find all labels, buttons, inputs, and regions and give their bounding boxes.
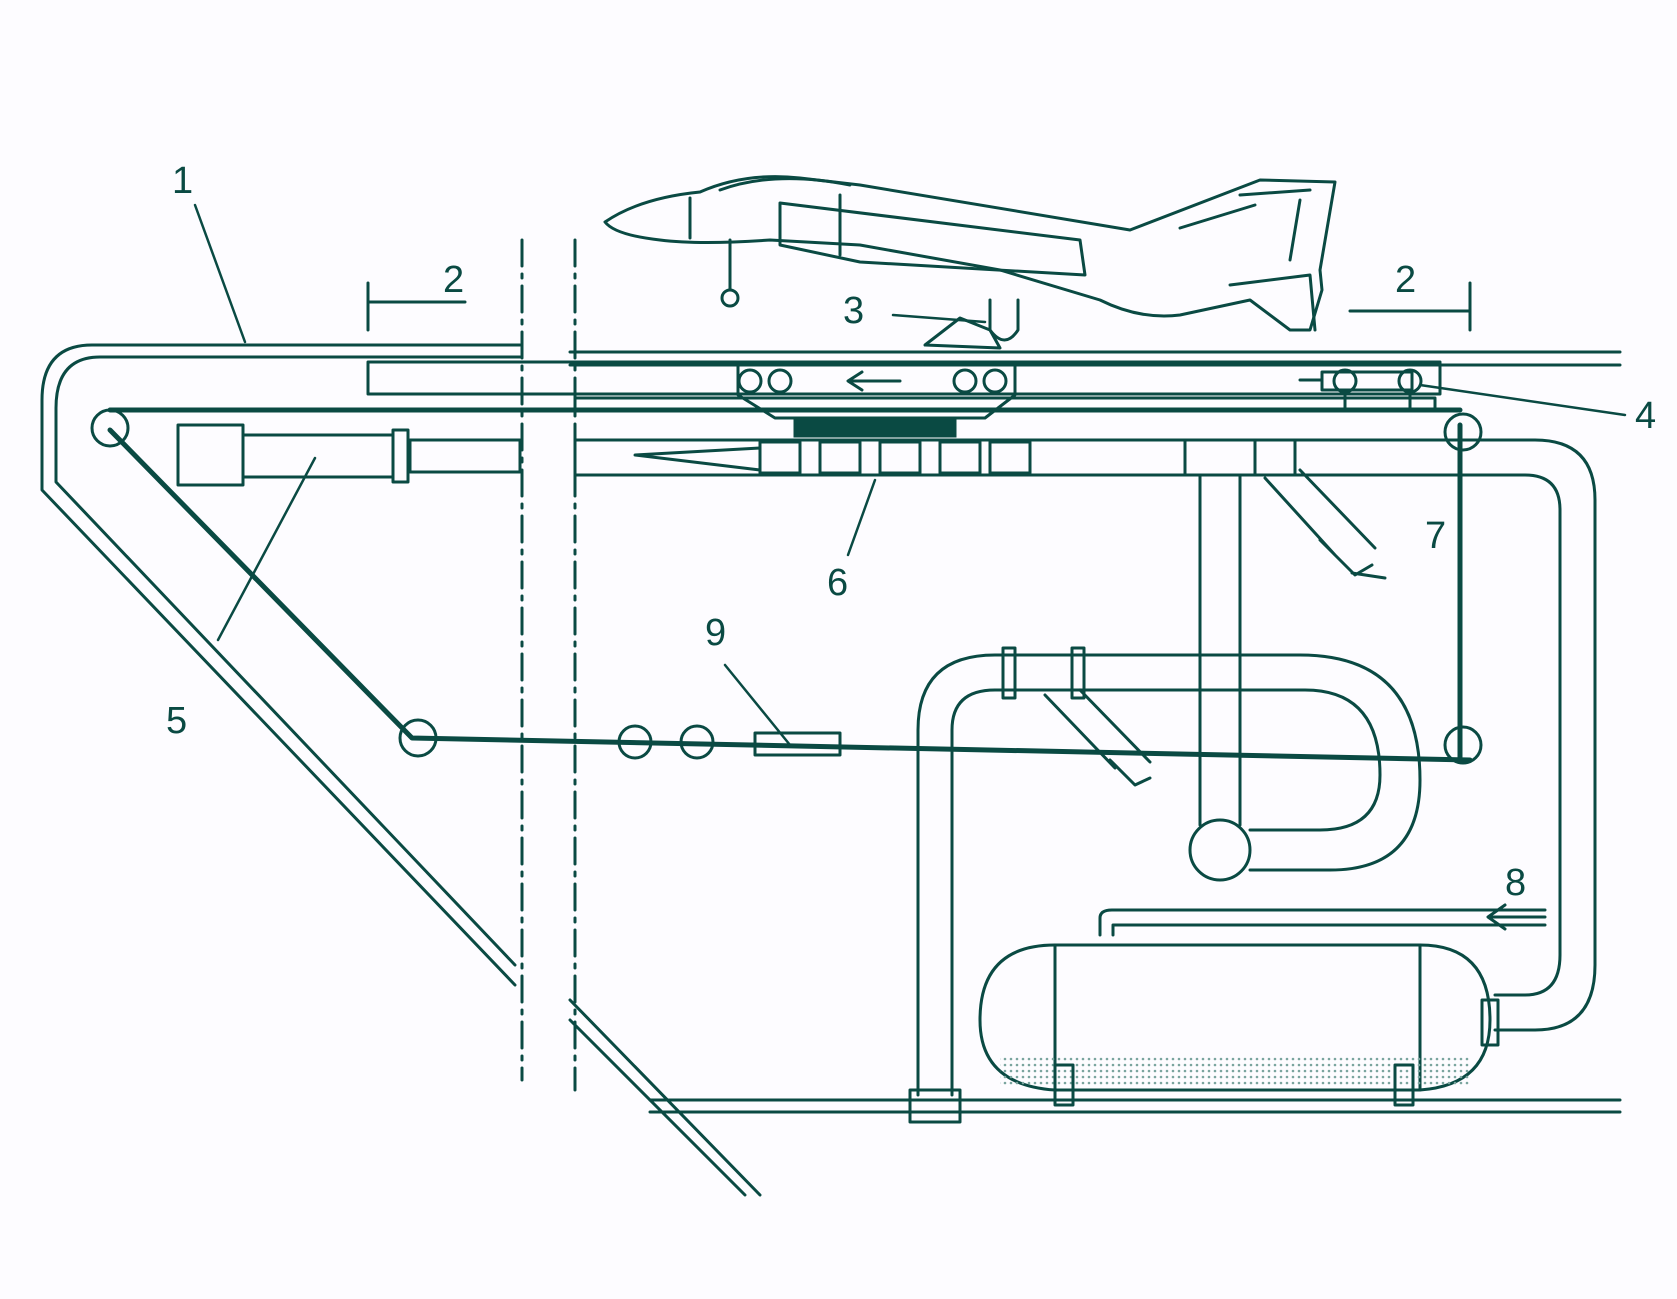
nose-gear-wheel	[720, 288, 740, 308]
leader-5	[216, 456, 317, 642]
label-7: 7	[1425, 515, 1446, 557]
aircraft-fuselage	[603, 175, 1337, 332]
retraction-cylinder-rod	[408, 438, 522, 474]
piston-segment	[878, 440, 922, 475]
label-2-right: 2	[1395, 259, 1416, 301]
carriage-wheel	[737, 368, 763, 394]
pipe-base-flange	[908, 1088, 962, 1124]
label-9: 9	[705, 612, 726, 654]
section-markers	[366, 281, 1472, 332]
aircraft	[603, 175, 1337, 350]
carriage-body	[736, 363, 1017, 420]
sheave-wheel	[398, 718, 438, 758]
label-2-left: 2	[443, 259, 464, 301]
piston-segment	[988, 440, 1032, 475]
label-1: 1	[172, 160, 193, 202]
retraction-cylinder	[176, 423, 245, 487]
launch-valve	[1263, 468, 1387, 580]
direction-arrow-8	[1486, 903, 1547, 931]
receiver-nozzle	[1480, 998, 1500, 1047]
direction-arrow-left	[846, 370, 902, 392]
retrieval-cable	[90, 407, 1483, 765]
leader-6	[846, 478, 877, 557]
steam-loop-inner	[1078, 688, 1382, 832]
retraction-cylinder-collar	[391, 428, 410, 484]
carriage-wheel	[952, 368, 978, 394]
break-lines	[520, 238, 577, 1092]
steam-branch	[1183, 438, 1257, 477]
supply-pipe-inner	[950, 688, 1082, 1097]
hull-inner-line	[54, 355, 762, 1197]
steam-receiver	[978, 943, 1500, 1107]
leader-9	[723, 663, 792, 747]
label-5: 5	[166, 700, 187, 742]
supply-pipe-outer	[916, 653, 1082, 1097]
steam-trap-ball	[1188, 818, 1252, 882]
piston-segment	[758, 440, 802, 475]
pipe-flange	[1070, 646, 1086, 700]
steam-pipe-outer	[1293, 438, 1597, 1032]
leader-1	[193, 203, 247, 344]
retraction-cylinder-body	[241, 433, 395, 479]
supply-line	[1098, 908, 1547, 937]
track-beam	[366, 360, 1442, 396]
pipe-flange	[1001, 646, 1017, 700]
label-4: 4	[1635, 395, 1656, 437]
aircraft-intake	[778, 201, 1087, 277]
section-marker-left	[366, 281, 467, 332]
piston-segment	[818, 440, 862, 475]
leader-4	[1418, 383, 1627, 417]
sheave-wheel	[679, 724, 715, 760]
sheave-wheel	[1443, 412, 1483, 452]
receiver-saddle	[1053, 1063, 1075, 1107]
hull-outer-line	[40, 343, 747, 1197]
shuttle-hook	[923, 316, 1002, 350]
carriage-wheel	[767, 368, 793, 394]
receiver-saddle	[1393, 1063, 1415, 1107]
label-8: 8	[1505, 862, 1526, 904]
cable-line	[107, 407, 1473, 763]
leader-3	[891, 313, 987, 324]
carriage-wheel	[982, 368, 1008, 394]
exhaust-valve	[1043, 688, 1152, 787]
label-6: 6	[827, 562, 848, 604]
sheave-wheel	[90, 408, 130, 448]
steam-piping	[908, 438, 1597, 1124]
launch-cylinder	[573, 438, 1297, 477]
shuttle-carriage	[736, 363, 1423, 438]
sheave-wheel	[617, 724, 653, 760]
callout-labels: 1 2 2 3 4 5 6 7 8 9	[166, 160, 1656, 904]
steam-loop-outer	[1078, 653, 1422, 872]
receiver-water	[1000, 1055, 1470, 1085]
main-gear	[988, 298, 1020, 342]
leader-lines	[193, 203, 1627, 747]
section-marker-right	[1348, 281, 1472, 332]
label-3: 3	[843, 290, 864, 332]
steam-downpipe	[1198, 473, 1242, 827]
cylinder-barrel	[573, 438, 1297, 477]
tail-feet	[1298, 378, 1412, 412]
steam-pipe-inner	[1293, 473, 1562, 997]
sheave-wheel	[1443, 725, 1483, 765]
cylinder-tip	[633, 446, 762, 472]
aircraft-canopy	[718, 177, 852, 192]
piston-segment	[938, 440, 982, 475]
aircraft-stabilizer	[1228, 273, 1317, 332]
aircraft-fin	[1178, 188, 1312, 262]
carriage-block	[793, 416, 957, 438]
